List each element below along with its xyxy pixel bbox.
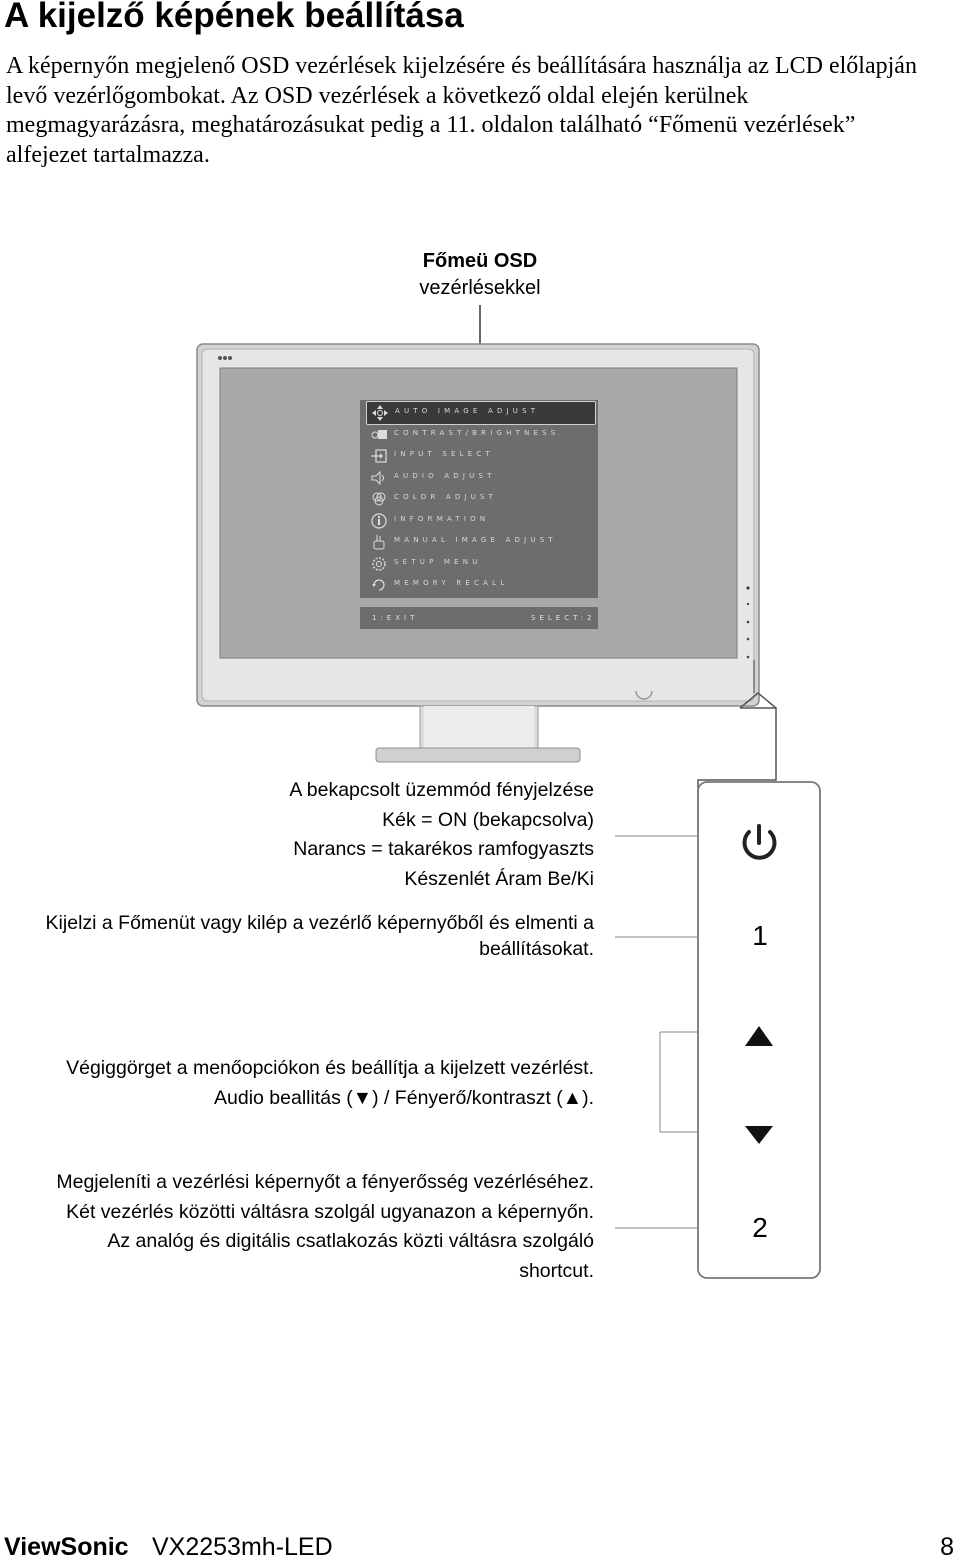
button2-desc-line: shortcut.	[519, 1259, 594, 1282]
osd-item-auto-image-adjust: AUTO IMAGE ADJUST	[366, 401, 596, 425]
osd-item-label: MANUAL IMAGE ADJUST	[394, 536, 557, 544]
osd-exit-label: 1:EXIT	[372, 614, 419, 622]
button1-desc-line: Kijelzi a Főmenüt vagy kilép a vezérlő k…	[45, 912, 594, 934]
button2-desc-line: Megjeleníti a vezérlési képernyőt a fény…	[56, 1171, 594, 1193]
power-desc-line: A bekapcsolt üzemmód fényjelzése	[289, 779, 594, 801]
button2-desc-line: Két vezérlés közötti váltásra szolgál ug…	[66, 1200, 594, 1223]
osd-item-label: MEMORY RECALL	[394, 579, 509, 587]
input-icon	[371, 449, 387, 463]
intro-line: levő vezérlőgombokat. Az OSD vezérlések …	[6, 82, 749, 109]
arrows-desc-line: Végiggörget a menőopciókon és beállítja …	[66, 1057, 594, 1079]
intro-paragraph: A képernyőn megjelenő OSD vezérlések kij…	[6, 52, 956, 170]
osd-item-color-adjust: COLOR ADJUST	[366, 488, 594, 510]
auto-adjust-icon	[372, 405, 388, 421]
callout-line-2: vezérlésekkel	[419, 277, 541, 299]
audio-icon	[371, 470, 384, 486]
page-title: A kijelző képének beállítása	[4, 0, 464, 35]
button-1-label: 1	[752, 920, 768, 951]
setup-icon	[372, 557, 386, 571]
osd-item-label: CONTRAST/BRIGHTNESS	[394, 429, 560, 437]
osd-item-label: INPUT SELECT	[394, 450, 494, 458]
power-desc-line: Készenlét Áram Be/Ki	[404, 867, 594, 890]
osd-menu-panel	[360, 400, 598, 598]
button-2-label: 2	[752, 1212, 768, 1243]
power-desc-line: Narancs = takarékos ramfogyaszts	[293, 838, 594, 860]
intro-line: A képernyőn megjelenő OSD vezérlések kij…	[6, 53, 917, 79]
osd-item-label: AUDIO ADJUST	[394, 472, 496, 480]
viewsonic-logo-icon	[218, 356, 232, 360]
down-arrow-icon	[745, 1126, 773, 1144]
intro-line: megmagyarázásra, meghatározásukat pedig …	[6, 112, 856, 138]
power-icon	[742, 824, 777, 860]
memory-recall-icon	[372, 579, 385, 591]
osd-item-manual-image-adjust: MANUAL IMAGE ADJUST	[366, 531, 594, 553]
color-icon	[372, 492, 386, 506]
footer-brand: ViewSonic	[4, 1533, 129, 1561]
button2-desc-line: Az analóg és digitális csatlakozás közti…	[107, 1230, 594, 1252]
osd-item-contrast-brightness: CONTRAST/BRIGHTNESS	[366, 424, 594, 446]
arrows-desc-line: Audio beallitás (▼) / Fényerő/kontraszt …	[214, 1086, 594, 1109]
osd-item-label: INFORMATION	[394, 515, 490, 523]
button2-description: Megjeleníti a vezérlési képernyőt a fény…	[56, 1168, 594, 1286]
footer-page-number: 8	[940, 1533, 954, 1561]
osd-item-information: INFORMATION	[366, 510, 594, 532]
power-description: A bekapcsolt üzemmód fényjelzése Kék = O…	[289, 776, 594, 894]
button1-description: Kijelzi a Főmenüt vagy kilép a vezérlő k…	[46, 911, 594, 962]
callout-line-1: Főmeü OSD	[422, 250, 538, 272]
osd-select-label: SELECT:2	[531, 614, 596, 622]
osd-item-label: SETUP MENU	[394, 558, 482, 566]
button1-desc-line: beállításokat.	[479, 937, 594, 960]
power-desc-line: Kék = ON (bekapcsolva)	[382, 808, 594, 831]
monitor-stand-base	[375, 747, 581, 763]
intro-line: alfejezet tartalmazza.	[6, 141, 210, 168]
osd-item-label: AUTO IMAGE ADJUST	[395, 407, 540, 415]
arrows-description: Végiggörget a menőopciókon és beállítja …	[66, 1054, 594, 1113]
osd-item-memory-recall: MEMORY RECALL	[366, 574, 594, 596]
manual-adjust-icon	[373, 535, 385, 550]
up-arrow-icon	[745, 1026, 773, 1046]
osd-item-audio-adjust: AUDIO ADJUST	[366, 467, 594, 489]
osd-item-label: COLOR ADJUST	[394, 493, 498, 501]
osd-item-setup-menu: SETUP MENU	[366, 553, 594, 575]
contrast-icon	[371, 430, 387, 439]
footer-model: VX2253mh-LED	[152, 1533, 333, 1561]
osd-footer-bar	[360, 607, 598, 629]
osd-callout-label: Főmeü OSD vezérlésekkel	[380, 248, 580, 302]
side-buttons	[746, 586, 750, 659]
osd-item-input-select: INPUT SELECT	[366, 445, 594, 467]
info-icon	[371, 513, 387, 529]
